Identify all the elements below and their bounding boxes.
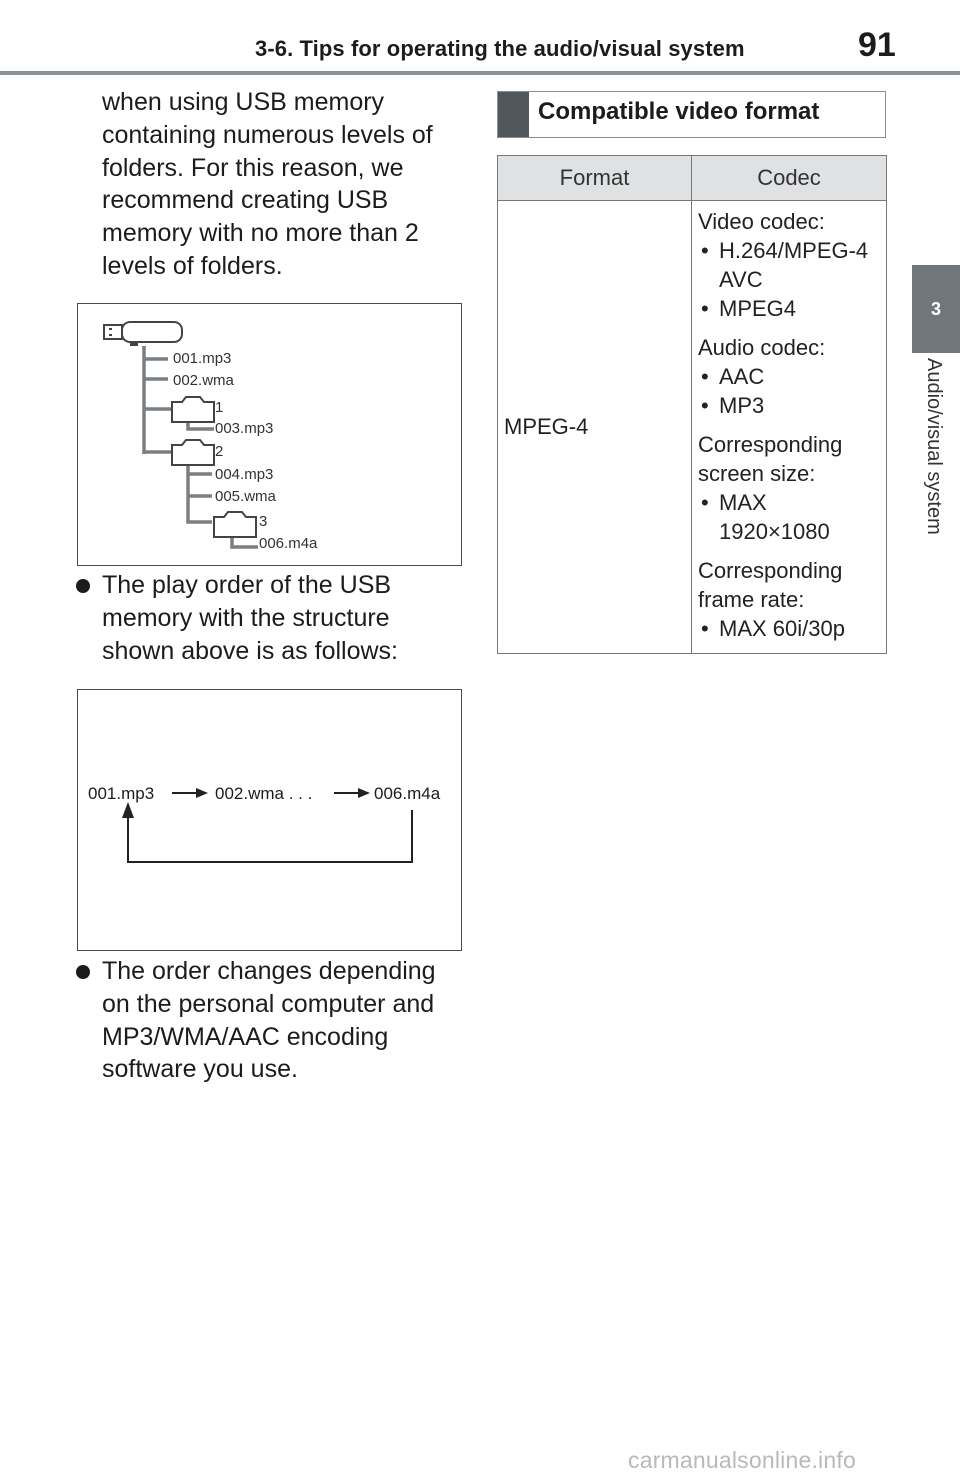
screen-size-group: Corresponding screen size: MAX 1920×1080 xyxy=(698,430,878,546)
folder-structure-figure: 001.mp3 002.wma 1 003.mp3 2 004.mp3 005.… xyxy=(77,303,462,566)
table-row: MPEG-4 Video codec: H.264/MPEG-4 AVC MPE… xyxy=(497,200,887,654)
intro-line: memory with no more than 2 xyxy=(102,219,419,248)
folder-icon xyxy=(171,439,215,466)
file-label: 003.mp3 xyxy=(215,420,274,437)
bullet-line: shown above is as follows: xyxy=(102,636,398,665)
video-codec-label: Video codec: xyxy=(698,209,825,234)
bullet-line: software you use. xyxy=(102,1055,298,1084)
watermark: carmanualsonline.info xyxy=(628,1447,856,1473)
codec-list-item: AAC xyxy=(698,362,878,391)
screen-size-label: Corresponding screen size: xyxy=(698,432,843,486)
bullet-dot xyxy=(76,579,90,593)
format-cell: MPEG-4 xyxy=(497,200,692,654)
frame-rate-label: Corresponding frame rate: xyxy=(698,558,843,612)
frame-rate-group: Corresponding frame rate: MAX 60i/30p xyxy=(698,556,878,643)
file-label: 006.m4a xyxy=(259,535,318,552)
chapter-tab: Audio/visual system xyxy=(912,358,960,598)
folder-label: 2 xyxy=(215,443,224,460)
bullet-line: The order changes depending xyxy=(102,957,436,985)
video-format-table: Format Codec MPEG-4 Video codec: H.264/M… xyxy=(497,155,887,654)
folder-icon xyxy=(171,396,215,423)
play-order-figure: 001.mp3 002.wma . . . 006.m4a xyxy=(77,689,462,951)
intro-line: containing numerous levels of xyxy=(102,120,433,149)
order-first-file: 001.mp3 xyxy=(88,784,155,803)
file-label: 001.mp3 xyxy=(173,350,232,367)
section-header-title: 3-6. Tips for operating the audio/visual… xyxy=(255,36,745,61)
chapter-tab-label: Audio/visual system xyxy=(923,358,945,535)
folder-icon xyxy=(213,511,257,538)
order-last-file: 006.m4a xyxy=(374,784,441,803)
order-middle-files: 002.wma . . . xyxy=(215,784,313,803)
section-heading-title: Compatible video format xyxy=(538,98,820,125)
intro-line: recommend creating USB xyxy=(102,186,389,215)
bullet-dot xyxy=(76,965,90,979)
file-label: 004.mp3 xyxy=(215,466,274,483)
section-accent-bar xyxy=(498,92,529,137)
codec-list-item: MPEG4 xyxy=(698,294,878,323)
intro-line: folders. For this reason, we xyxy=(102,153,404,182)
codec-list-item: MP3 xyxy=(698,391,878,420)
chapter-tab-number: 3 xyxy=(912,265,960,353)
screen-size-item: MAX 1920×1080 xyxy=(698,488,878,546)
frame-rate-item: MAX 60i/30p xyxy=(698,614,878,643)
section-heading: Compatible video format xyxy=(497,91,886,138)
bullet-line: The play order of the USB xyxy=(102,571,392,599)
bullet-line: MP3/WMA/AAC encoding xyxy=(102,1022,389,1051)
file-label: 005.wma xyxy=(215,488,276,505)
table-header-row: Format Codec xyxy=(497,155,887,201)
folder-label: 3 xyxy=(259,513,268,530)
video-codec-group: Video codec: H.264/MPEG-4 AVC MPEG4 xyxy=(698,207,878,323)
bullet-line: memory with the structure xyxy=(102,603,390,632)
table-header-format: Format xyxy=(497,155,692,201)
intro-line: levels of folders. xyxy=(102,251,283,280)
codec-list-item: H.264/MPEG-4 AVC xyxy=(698,236,878,294)
audio-codec-group: Audio codec: AAC MP3 xyxy=(698,333,878,420)
table-header-codec: Codec xyxy=(691,155,887,201)
page-number: 91 xyxy=(858,26,896,64)
file-label: 002.wma xyxy=(173,372,234,389)
bullet-line: on the personal computer and xyxy=(102,989,435,1018)
folder-label: 1 xyxy=(215,399,224,416)
bullet-order-changes: The order changes depending on the perso… xyxy=(76,955,466,1088)
usb-memory-icon xyxy=(121,321,183,343)
codec-cell: Video codec: H.264/MPEG-4 AVC MPEG4 Audi… xyxy=(691,200,887,654)
bullet-play-order: The play order of the USB memory with th… xyxy=(76,569,466,669)
folder-tree-diagram xyxy=(103,321,258,549)
play-order-diagram xyxy=(122,788,413,863)
audio-codec-label: Audio codec: xyxy=(698,335,826,360)
intro-paragraph: when using USB memory containing numerou… xyxy=(102,86,462,283)
header-rule xyxy=(0,71,960,75)
intro-line: when using USB memory xyxy=(102,88,385,116)
